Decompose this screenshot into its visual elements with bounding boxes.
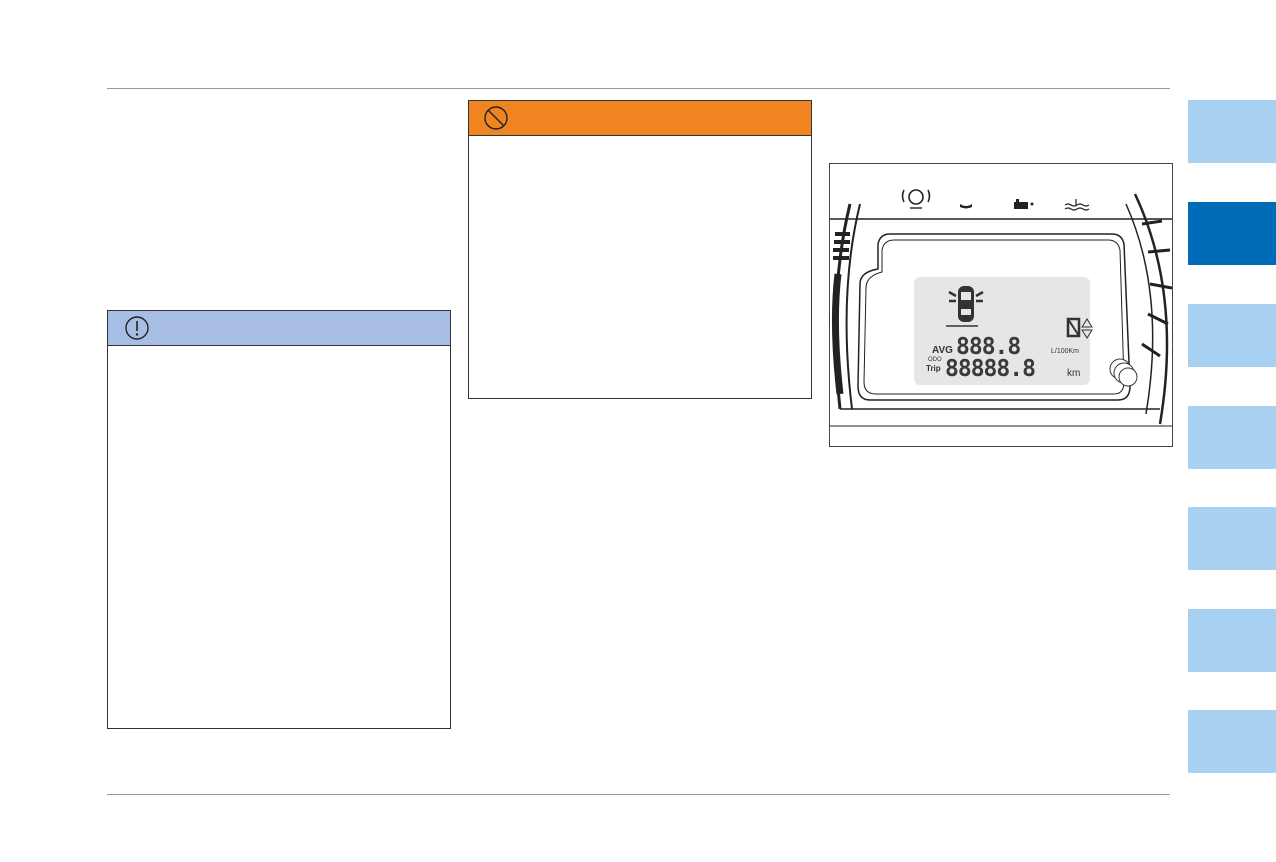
chapter-tab-1[interactable]: [1188, 100, 1276, 163]
chapter-tab-6[interactable]: [1188, 609, 1276, 672]
chapter-tab-2[interactable]: [1188, 202, 1276, 265]
avg-unit: L/100Km: [1051, 348, 1079, 355]
avg-label: AVG: [932, 345, 953, 356]
coolant-temperature-icon: [1064, 199, 1090, 211]
brake-warning-icon: [901, 189, 931, 209]
chapter-tab-7[interactable]: [1188, 710, 1276, 773]
instrument-cluster-figure: AVG 888.8 L/100Km ODO Trip 88888.8 km: [829, 163, 1173, 447]
chapter-tab-4[interactable]: [1188, 406, 1276, 469]
prohibition-icon: [484, 106, 508, 130]
chapter-tab-5[interactable]: [1188, 507, 1276, 570]
door-open-icon: [946, 286, 984, 327]
instrument-cluster-illustration: AVG 888.8 L/100Km ODO Trip 88888.8 km: [830, 189, 1172, 427]
notice-box-header: [108, 311, 450, 346]
avg-digits: 888.8: [956, 334, 1020, 360]
warning-box-header: [469, 101, 811, 136]
trip-label: Trip: [926, 364, 941, 373]
odo-unit: km: [1067, 368, 1080, 379]
oil-pressure-icon: [960, 204, 972, 209]
exclamation-circle-icon: [125, 316, 149, 340]
chapter-tab-3[interactable]: [1188, 304, 1276, 367]
battery-icon: [1014, 199, 1034, 209]
odo-digits: 88888.8: [945, 356, 1035, 382]
trip-reset-knob: [1109, 358, 1138, 387]
warning-box: [468, 100, 812, 399]
notice-box: [107, 310, 451, 729]
odo-label: ODO: [928, 357, 942, 363]
up-down-arrows-icon: [1081, 318, 1093, 339]
bottom-divider: [107, 794, 1170, 795]
top-divider: [107, 88, 1170, 89]
fuel-pump-icon: [1066, 317, 1081, 338]
